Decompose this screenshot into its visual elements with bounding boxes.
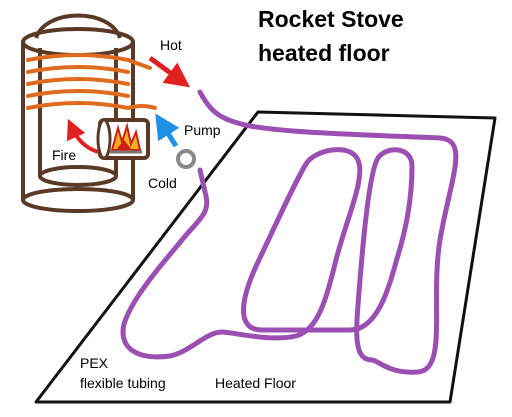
pex-label-line-2: flexible tubing	[80, 375, 166, 391]
pump-icon	[176, 149, 196, 169]
hot-label: Hot	[160, 37, 182, 53]
title-line-1: Rocket Stove	[258, 6, 404, 32]
pump-label: Pump	[184, 122, 221, 138]
copper-coil	[26, 53, 157, 110]
heated-floor-label: Heated Floor	[215, 375, 296, 391]
floor-outline	[34, 110, 497, 404]
firebox	[96, 118, 150, 160]
fire-arrow	[66, 118, 99, 154]
pex-label-line-1: PEX	[80, 355, 109, 371]
fire-label: Fire	[52, 147, 77, 163]
pex-tubing	[120, 89, 459, 375]
title-line-2: heated floor	[258, 40, 390, 66]
stove	[21, 13, 135, 213]
hot-arrow	[148, 55, 191, 88]
cold-label: Cold	[148, 175, 177, 191]
pump-arrow	[155, 113, 180, 148]
fire-icon	[110, 122, 142, 154]
